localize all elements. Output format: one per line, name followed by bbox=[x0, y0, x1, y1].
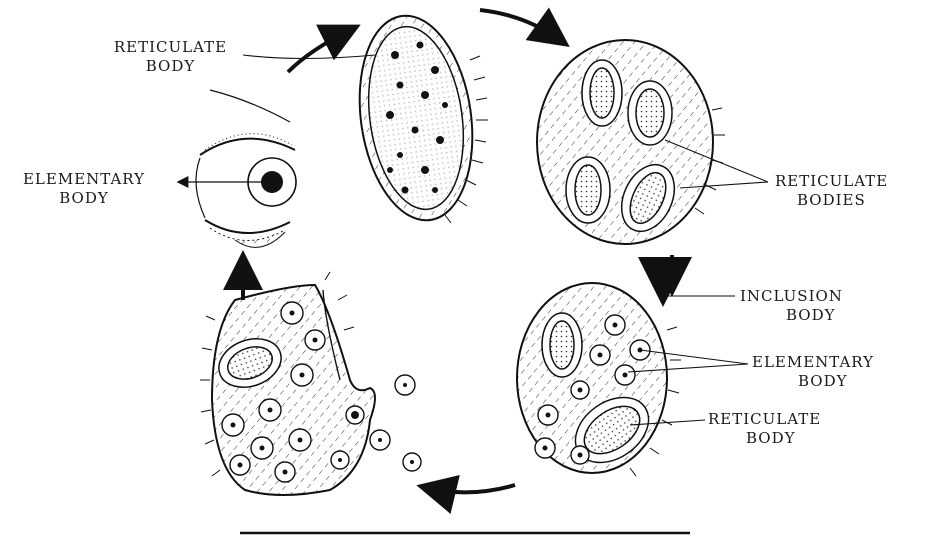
upper-eyelid-line bbox=[210, 90, 290, 122]
label-line: RETICULATE bbox=[775, 172, 888, 191]
label-elementary-body-right: ELEMENTARY BODY bbox=[752, 353, 874, 391]
label-line: BODIES bbox=[775, 191, 888, 210]
label-line: BODY bbox=[98, 57, 243, 76]
cell-reticulate-bodies-top-right bbox=[537, 40, 725, 244]
label-line: BODY bbox=[708, 429, 821, 448]
cell-reticulate-body-top bbox=[347, 8, 488, 227]
arrow-top-to-top-right bbox=[480, 10, 560, 40]
label-line: BODY bbox=[740, 306, 843, 325]
label-reticulate-body-bottom: RETICULATE BODY bbox=[708, 410, 821, 448]
label-reticulate-body-top: RETICULATE BODY bbox=[98, 38, 243, 76]
label-line: RETICULATE bbox=[708, 410, 821, 429]
eye-with-elementary-body bbox=[196, 134, 296, 248]
label-line: INCLUSION bbox=[740, 287, 843, 306]
label-elementary-body-left: ELEMENTARY BODY bbox=[4, 170, 164, 208]
label-line: ELEMENTARY bbox=[4, 170, 164, 189]
arrow-eye-to-top bbox=[288, 30, 350, 72]
label-line: BODY bbox=[752, 372, 874, 391]
label-line: BODY bbox=[4, 189, 164, 208]
label-line: RETICULATE bbox=[98, 38, 243, 57]
label-line: ELEMENTARY bbox=[752, 353, 874, 372]
cell-inclusion-body-bottom-right bbox=[517, 283, 681, 476]
arrow-bottom-right-to-bottom-left bbox=[428, 485, 515, 492]
label-inclusion-body: INCLUSION BODY bbox=[740, 287, 843, 325]
label-reticulate-bodies-right: RETICULATE BODIES bbox=[775, 172, 888, 210]
